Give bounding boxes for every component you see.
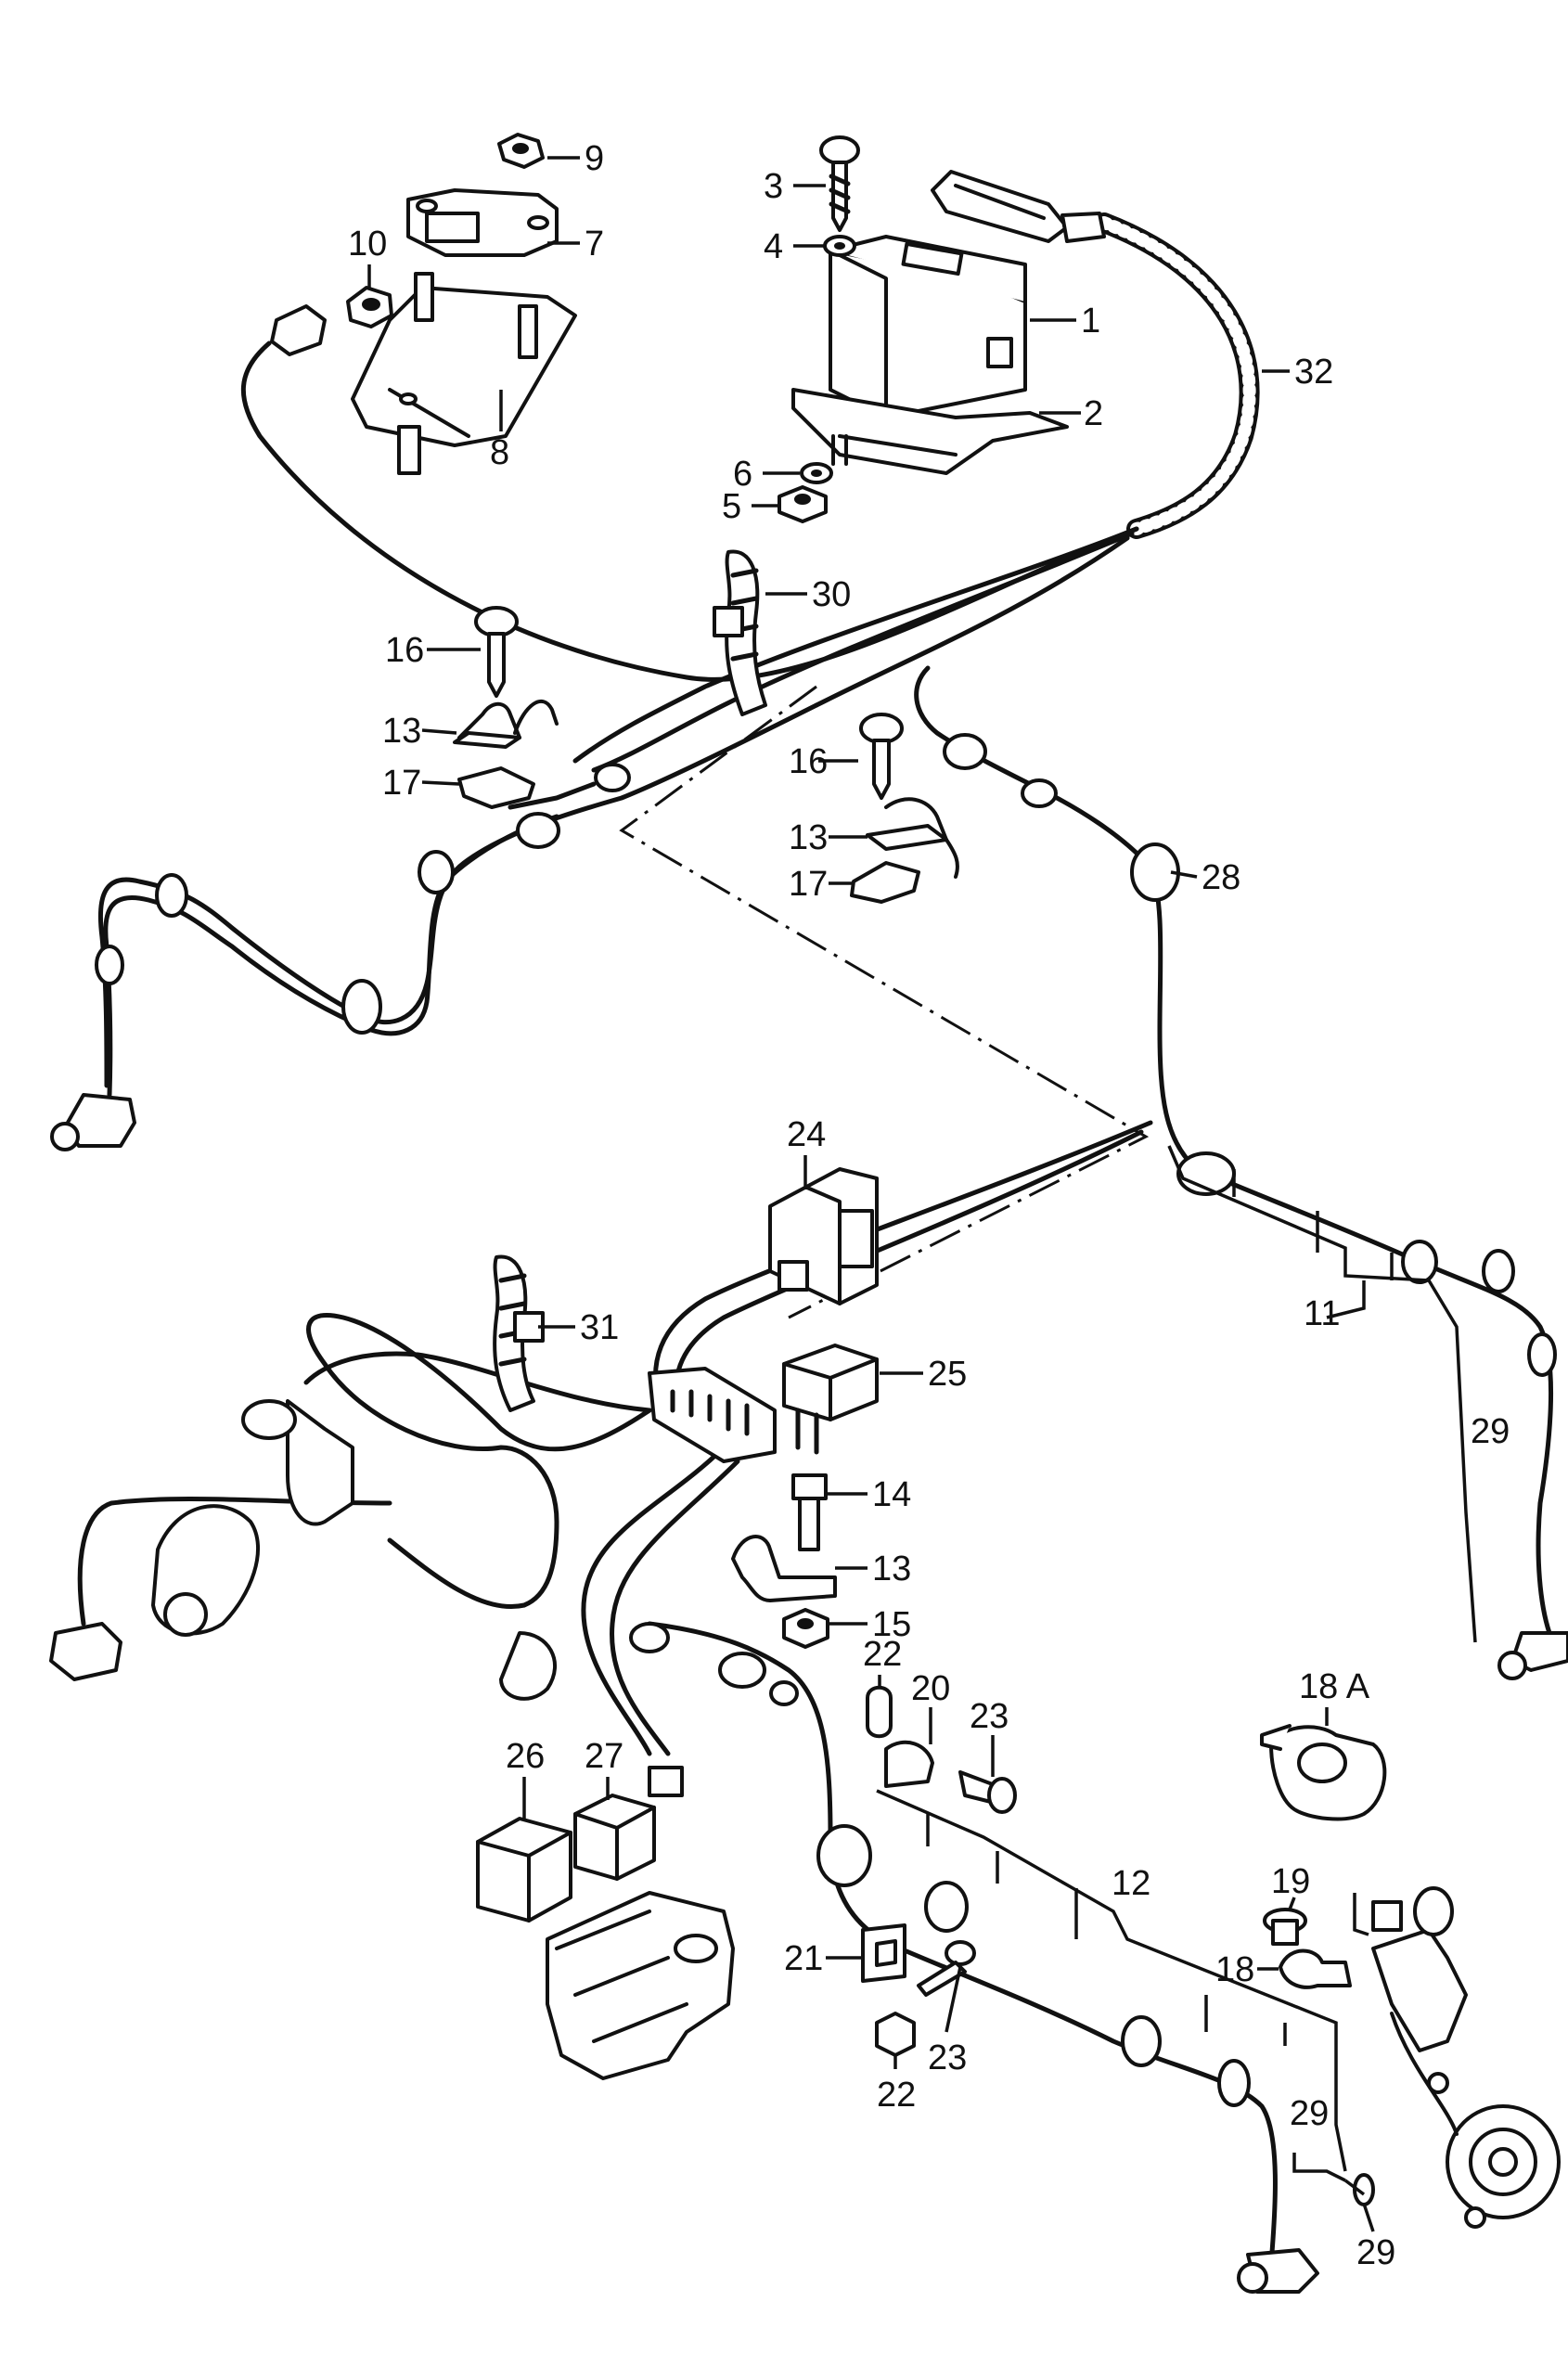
callout-5: 5 bbox=[722, 487, 741, 526]
grommet-22a bbox=[866, 1685, 893, 1739]
bolt-23a bbox=[958, 1770, 1017, 1814]
callout-10: 10 bbox=[348, 225, 387, 264]
module-connector bbox=[931, 170, 1106, 243]
hydraulic-unit bbox=[546, 1766, 735, 2080]
nut-9 bbox=[497, 133, 545, 169]
stud-module bbox=[831, 434, 848, 466]
callout-4: 4 bbox=[764, 227, 783, 266]
callout-19: 19 bbox=[1271, 1862, 1310, 1901]
washer-6 bbox=[800, 462, 833, 484]
assembly-bracket-12 bbox=[876, 1789, 1369, 2182]
callout-23b: 23 bbox=[928, 2038, 967, 2077]
callout-17a: 17 bbox=[382, 764, 421, 803]
callout-2: 2 bbox=[1084, 394, 1103, 433]
callout-18: 18 bbox=[1215, 1950, 1254, 1989]
relay-25 bbox=[782, 1344, 879, 1455]
callout-6: 6 bbox=[733, 455, 752, 494]
wheel-sensor-right bbox=[943, 733, 1568, 1680]
clip-13a bbox=[453, 699, 559, 749]
callout-13c: 13 bbox=[872, 1550, 911, 1588]
bolt-14 bbox=[791, 1473, 828, 1551]
callout-14: 14 bbox=[872, 1475, 911, 1514]
callout-21: 21 bbox=[784, 1939, 823, 1978]
callout-29c: 29 bbox=[1356, 2233, 1395, 2272]
plug-top-left bbox=[270, 304, 327, 356]
callout-30: 30 bbox=[812, 575, 851, 614]
connector-block bbox=[648, 1367, 777, 1463]
callout-29b: 29 bbox=[1290, 2094, 1329, 2133]
callout-17b: 17 bbox=[789, 865, 828, 904]
callout-16a: 16 bbox=[385, 631, 424, 670]
bracket-18 bbox=[1279, 1948, 1352, 1989]
relay-27 bbox=[573, 1794, 656, 1881]
callout-13a: 13 bbox=[382, 712, 421, 751]
callout-29a: 29 bbox=[1471, 1412, 1510, 1451]
callout-7: 7 bbox=[585, 225, 604, 264]
nut-15 bbox=[782, 1608, 829, 1649]
front-left-hub bbox=[49, 1399, 558, 1701]
callout-3: 3 bbox=[764, 167, 783, 206]
module-bracket bbox=[791, 388, 1069, 475]
clip-21 bbox=[861, 1923, 906, 1983]
callout-9: 9 bbox=[585, 139, 604, 178]
callout-24: 24 bbox=[787, 1115, 826, 1154]
callout-13b: 13 bbox=[789, 818, 828, 857]
sensor-18a bbox=[1260, 1724, 1387, 1821]
callout-12: 12 bbox=[1112, 1864, 1150, 1903]
clip-20 bbox=[884, 1740, 934, 1788]
nut-10 bbox=[346, 286, 393, 328]
callout-23a: 23 bbox=[970, 1697, 1009, 1736]
clip-17a bbox=[457, 766, 535, 809]
plug-lower bbox=[629, 1622, 799, 1706]
screw-16b bbox=[859, 713, 904, 800]
bolt-19 bbox=[1263, 1908, 1307, 1946]
stud-8a bbox=[397, 272, 538, 475]
sensor-housing-7 bbox=[406, 188, 559, 257]
callout-32: 32 bbox=[1294, 353, 1333, 392]
callout-1: 1 bbox=[1081, 302, 1100, 341]
leader-lines bbox=[367, 156, 1375, 2232]
wheel-sensor-lower bbox=[816, 1824, 1319, 2294]
callout-27: 27 bbox=[585, 1737, 623, 1776]
callout-25: 25 bbox=[928, 1355, 967, 1394]
clip-13c bbox=[731, 1535, 837, 1602]
screw-16a bbox=[474, 606, 519, 698]
nut-5 bbox=[778, 485, 828, 523]
wheel-sensor-upper-left bbox=[50, 763, 631, 1151]
washer-4 bbox=[823, 235, 856, 257]
callout-22b: 22 bbox=[877, 2076, 916, 2115]
callout-26: 26 bbox=[506, 1737, 545, 1776]
clip-13b bbox=[866, 797, 959, 879]
abs-control-module bbox=[829, 235, 1027, 419]
callout-15: 15 bbox=[872, 1605, 911, 1644]
screw-3 bbox=[819, 135, 860, 232]
callout-16b: 16 bbox=[789, 742, 828, 781]
cable-tie-30 bbox=[713, 549, 767, 716]
callout-20: 20 bbox=[911, 1669, 950, 1708]
grommet-22b bbox=[875, 2012, 916, 2057]
clip-17b bbox=[850, 861, 920, 904]
callouts: 1 2 3 4 5 6 7 8 9 10 11 12 13 13 13 14 1… bbox=[348, 139, 1510, 2272]
switch-24 bbox=[768, 1167, 879, 1305]
callout-11: 11 bbox=[1304, 1294, 1340, 1333]
front-right-hub bbox=[1353, 1886, 1561, 2229]
bolt-23b bbox=[917, 1940, 976, 1997]
relay-26 bbox=[476, 1817, 572, 1922]
callout-28: 28 bbox=[1202, 858, 1240, 897]
callout-8: 8 bbox=[490, 433, 509, 472]
assembly-bracket-11 bbox=[1167, 1145, 1477, 1643]
callout-18a: 18 A bbox=[1299, 1667, 1370, 1706]
boundary-lines bbox=[619, 685, 1150, 1319]
callout-31: 31 bbox=[580, 1308, 619, 1347]
callout-22a: 22 bbox=[863, 1635, 902, 1674]
